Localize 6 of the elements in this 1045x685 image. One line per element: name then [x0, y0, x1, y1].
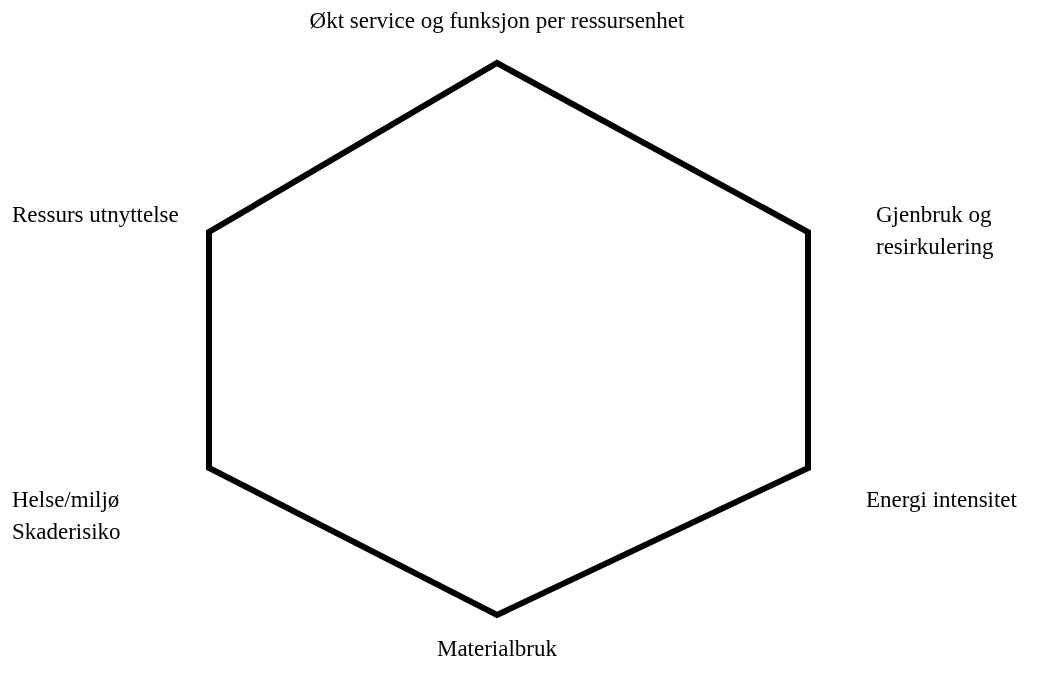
vertex-label: Energi intensitet — [866, 486, 1018, 514]
vertex-label: Ressurs utnyttelse — [12, 201, 180, 229]
vertex-label: Helse/miljø Skaderisiko — [12, 486, 122, 546]
vertex-label: Økt service og funksjon per ressursenhet — [308, 7, 686, 35]
vertex-label: Gjenbruk og resirkulering — [876, 201, 995, 261]
vertex-label: Materialbruk — [435, 635, 559, 663]
